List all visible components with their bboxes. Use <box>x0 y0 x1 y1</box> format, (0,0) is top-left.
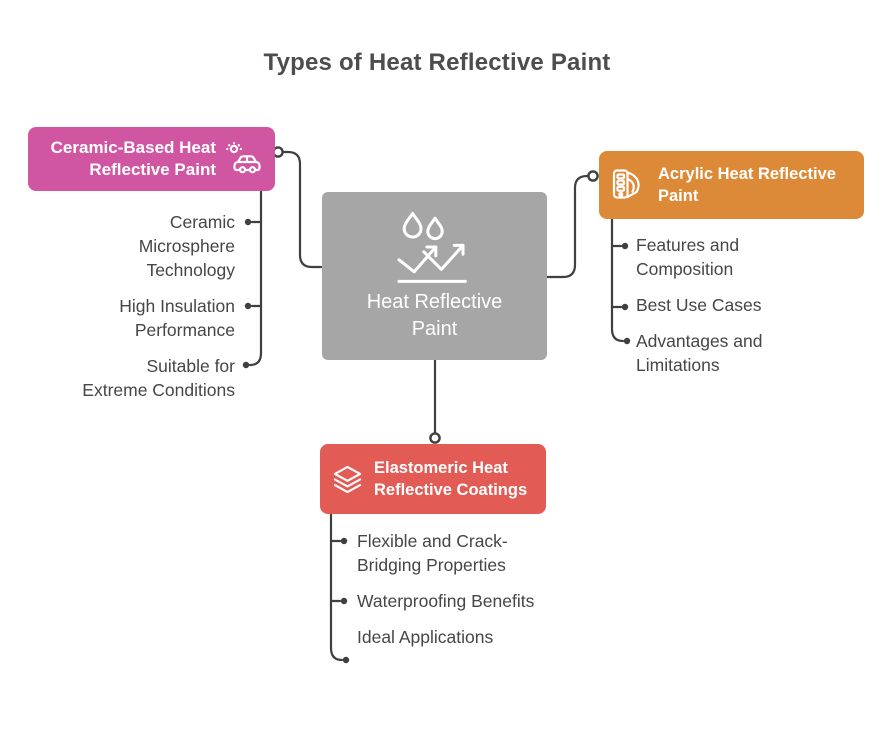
elastomeric-subitem-spine <box>329 512 344 662</box>
sub-item: Ideal Applications <box>357 627 494 647</box>
sub-item: Features and Composition <box>636 235 740 279</box>
bullet-dot <box>244 218 252 226</box>
sub-item: High Insulation Performance <box>119 296 235 340</box>
sub-item: Suitable for Extreme Conditions <box>82 356 235 400</box>
connector-ceramic-to-center <box>280 150 323 269</box>
ceramic-subitems: Ceramic Microsphere Technology High Insu… <box>77 210 235 414</box>
bullet-dot <box>340 597 348 605</box>
node-acrylic: Acrylic Heat Reflective Paint <box>599 151 864 219</box>
bullet-dot <box>342 656 350 664</box>
sub-item: Ceramic Microsphere Technology <box>138 212 235 280</box>
layers-icon <box>332 464 363 495</box>
node-label: Heat Reflective Paint <box>366 290 503 340</box>
bullet-dot <box>340 537 348 545</box>
node-label: Elastomeric Heat Reflective Coatings <box>374 459 528 499</box>
node-heat-reflective-paint: Heat Reflective Paint <box>322 192 547 360</box>
node-label: Ceramic-Based Heat Reflective Paint <box>50 138 216 179</box>
bullet-dot <box>244 302 252 310</box>
anchor-circle <box>587 170 599 182</box>
sun-car-icon <box>225 141 265 177</box>
sub-item: Best Use Cases <box>636 295 762 315</box>
page-title: Types of Heat Reflective Paint <box>263 49 611 76</box>
acrylic-subitem-spine <box>610 217 625 343</box>
bullet-dot <box>621 303 629 311</box>
droplets-trend-icon <box>395 210 475 284</box>
bullet-dot <box>242 361 250 369</box>
node-ceramic-based: Ceramic-Based Heat Reflective Paint <box>28 127 275 191</box>
bullet-dot <box>621 242 629 250</box>
elastomeric-subitems: Flexible and Crack-Bridging Properties W… <box>357 529 535 661</box>
sub-item: Advantages and Limitations <box>636 331 763 375</box>
sub-item: Waterproofing Benefits <box>357 591 535 611</box>
anchor-circle <box>429 432 441 444</box>
node-label: Acrylic Heat Reflective Paint <box>658 165 836 205</box>
node-elastomeric: Elastomeric Heat Reflective Coatings <box>320 444 546 514</box>
connector-center-to-acrylic <box>545 174 591 279</box>
acrylic-subitems: Features and Composition Best Use Cases … <box>636 233 786 389</box>
swatch-fan-icon <box>611 168 647 202</box>
sub-item: Flexible and Crack-Bridging Properties <box>357 531 508 575</box>
bullet-dot <box>623 337 631 345</box>
ceramic-subitem-spine <box>248 189 263 367</box>
